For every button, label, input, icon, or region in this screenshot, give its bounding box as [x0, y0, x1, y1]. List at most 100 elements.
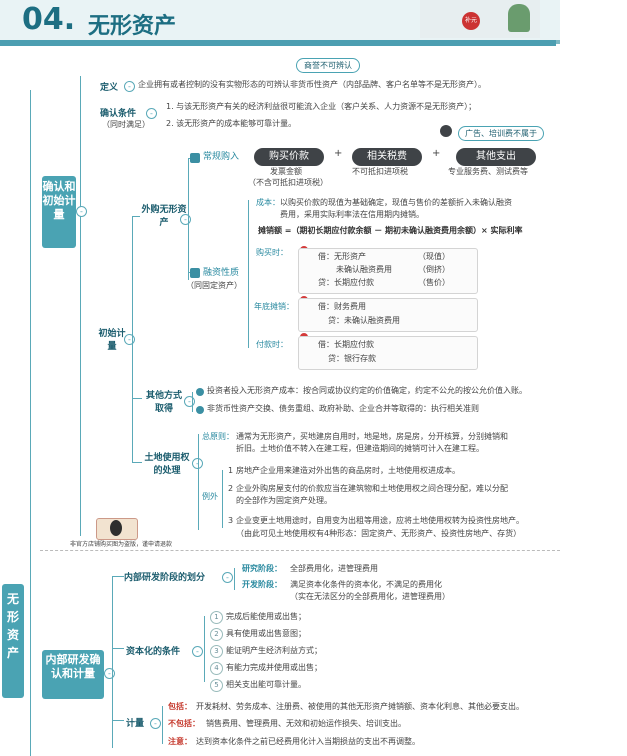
exception-num: 1: [228, 466, 234, 475]
note-label: 注意：: [168, 737, 192, 746]
bullet-icon: [196, 388, 204, 396]
plant-icon: [508, 4, 530, 32]
land-exception-2: 企业外购房屋支付的价款应当在建筑物和土地使用权之间合理分配，难以分配: [236, 484, 508, 493]
year-journal-box: [298, 298, 478, 332]
node-internal-rd: 内部研发确认和计量: [42, 650, 104, 699]
amortization-formula: 摊销额 =（期初长期应付款余额 － 期初未确认融资费用余额）× 实际利率: [258, 226, 523, 235]
expand-icon[interactable]: -: [192, 458, 203, 469]
buy-entry-1: 借：无形资产: [318, 252, 366, 261]
purchase-label: 外购无形资产: [141, 205, 187, 228]
development-text-1: 满足资本化条件的资本化，不满足的费用化: [290, 580, 442, 589]
num-circle: 3: [210, 645, 223, 658]
buy-entry-3: 贷：长期应付款: [318, 278, 374, 287]
financing-label: 融资性质: [203, 268, 240, 278]
teacher-icon: [440, 125, 452, 137]
cap-item-1: 完成后能使用或出售；: [226, 612, 306, 621]
buy-entry-3-note: （售价）: [418, 278, 450, 287]
cap-item-4: 有能力完成并使用或出售；: [226, 663, 322, 672]
year-end-label: 年底摊销：: [254, 302, 294, 311]
note-invoice: 发票金额: [270, 167, 302, 176]
callout-goodwill: 商誉不可辨认: [296, 58, 360, 73]
expand-icon[interactable]: -: [76, 206, 87, 217]
mascot-face: [110, 520, 122, 536]
year-entry-2: 贷：未确认融资费用: [328, 316, 400, 325]
buy-entry-2: 未确认融资费用: [336, 265, 392, 274]
expand-icon[interactable]: -: [150, 718, 161, 729]
cap-item-3: 能证明产生经济利益方式；: [226, 646, 322, 655]
expand-icon[interactable]: -: [222, 572, 233, 583]
definition-text: 企业拥有或者控制的没有实物形态的可辨认非货币性资产（内部品牌、客户名单等不是无形…: [138, 80, 486, 89]
cap-item-5: 相关支出能可靠计量。: [226, 680, 306, 689]
note-text: 达到资本化条件之前已经费用化计入当期损益的支出不再调整。: [196, 737, 420, 746]
land-exception-4: 企业变更土地用途时，自用变为出租等用途，应将土地使用权转为投资性房地产。: [236, 516, 524, 525]
financing-icon: [190, 268, 200, 278]
bullet-icon: [196, 406, 204, 414]
expand-icon[interactable]: -: [184, 396, 195, 407]
section-divider: [40, 550, 560, 551]
year-entry-1: 借：财务费用: [318, 302, 366, 311]
expand-icon[interactable]: -: [104, 668, 115, 679]
expand-icon[interactable]: -: [180, 214, 191, 225]
buy-journal-box: [298, 248, 478, 294]
land-exception-1: 房地产企业用来建造对外出售的商品房时，土地使用权进成本。: [236, 466, 460, 475]
other-item-2: 非货币性资产交换、债务重组、政府补助、企业合并等取得的：执行相关准则: [207, 404, 479, 413]
num-circle: 1: [210, 611, 223, 624]
pill-other-expense: 其他支出: [456, 148, 536, 166]
development-text-2: （实在无法区分的全部费用化，进管理费用）: [290, 592, 450, 601]
note-no-input-tax: （不含可抵扣进项税）: [248, 178, 328, 187]
excludes-text: 销售费用、管理费用、无效和初始运作损失、培训支出。: [206, 719, 406, 728]
recognition-item-1: 1. 与该无形资产有关的经济利益很可能流入企业（客户关系、人力资源不是无形资产）…: [166, 102, 477, 111]
pay-entry-2: 贷：银行存款: [328, 354, 376, 363]
num-circle: 2: [210, 628, 223, 641]
pill-purchase-price: 购买价款: [254, 148, 324, 166]
recognition-sub: （同时满足）: [102, 120, 150, 129]
expand-icon[interactable]: -: [124, 334, 135, 345]
cost-text-2: 费用，采用实际利率法在信用期内摊销。: [280, 210, 424, 219]
expand-icon[interactable]: -: [192, 646, 203, 657]
exception-num: 3: [228, 516, 234, 525]
cost-text-1: 以购买价款的现值为基础确定，现值与售价的差额折入未确认融资: [280, 198, 512, 207]
buy-entry-2-note: （倒挤）: [418, 265, 450, 274]
page-title: 无形资产: [88, 14, 177, 39]
node-intangible-asset: 无形资产: [2, 584, 24, 698]
cap-conditions-label: 资本化的条件: [126, 647, 181, 657]
callout-advertising: 广告、培训费不属于: [458, 126, 544, 141]
pay-label: 付款时：: [256, 340, 288, 349]
buy-label: 购买时：: [256, 248, 288, 257]
header-sticker: 补元: [462, 12, 480, 30]
expand-icon[interactable]: -: [124, 81, 135, 92]
initial-measure-label: 初始计量: [98, 329, 126, 352]
num-circle: 4: [210, 662, 223, 675]
watermark-text: 非官方店铺购买图为盗版，谨申请退款: [70, 541, 173, 548]
definition-label: 定义: [100, 83, 119, 93]
note-nondeductible: 不可抵扣进项税: [352, 167, 408, 176]
land-exception-5: （由此可见土地使用权有4种形态：固定资产、无形资产、投资性房地产、存货）: [236, 529, 522, 538]
excludes-label: 不包括：: [168, 719, 200, 728]
other-item-1: 投资者投入无形资产成本：按合同或协议约定的价值确定，约定不公允的按公允价值入账。: [207, 386, 527, 395]
normal-purchase-icon: [190, 153, 200, 163]
buy-entry-1-note: （现值）: [418, 252, 450, 261]
recognition-item-2: 2. 该无形资产的成本能够可靠计量。: [166, 119, 297, 128]
note-professional-fees: 专业服务费、测试费等: [448, 167, 528, 176]
plus-sign: +: [334, 148, 343, 159]
recognition-label: 确认条件: [100, 109, 137, 119]
expand-icon[interactable]: -: [146, 108, 157, 119]
research-label: 研究阶段：: [242, 564, 282, 573]
stage-label: 内部研发阶段的划分: [124, 573, 206, 583]
land-exception-3: 的全部作为固定资产处理。: [236, 496, 332, 505]
num-circle: 5: [210, 679, 223, 692]
normal-purchase-label: 常规购入: [203, 152, 240, 162]
land-principle-2: 折旧。土地价值不转入在建工程，但建造期间的摊销可计入在建工程。: [236, 444, 484, 453]
pay-entry-1: 借：长期应付款: [318, 340, 374, 349]
cap-item-2: 具有使用或出售意图；: [226, 629, 306, 638]
land-principle-1: 通常为无形资产，买地建房自用时，地是地，房是房，分开核算，分别摊销和: [236, 432, 508, 441]
plus-sign: +: [432, 148, 441, 159]
header-number: 04.: [22, 2, 76, 37]
exception-num: 2: [228, 484, 234, 493]
other-ways-label: 其他方式取得: [145, 391, 182, 414]
land-exception-label: 例外: [202, 492, 218, 501]
financing-sub: （同固定资产）: [186, 281, 242, 290]
includes-label: 包括：: [168, 702, 192, 711]
node-recognize-measure: 确认和初始计量: [42, 176, 76, 248]
includes-text: 开发耗材、劳务成本、注册费、被使用的其他无形资产摊销额、资本化利息、其他必要支出…: [196, 702, 524, 711]
